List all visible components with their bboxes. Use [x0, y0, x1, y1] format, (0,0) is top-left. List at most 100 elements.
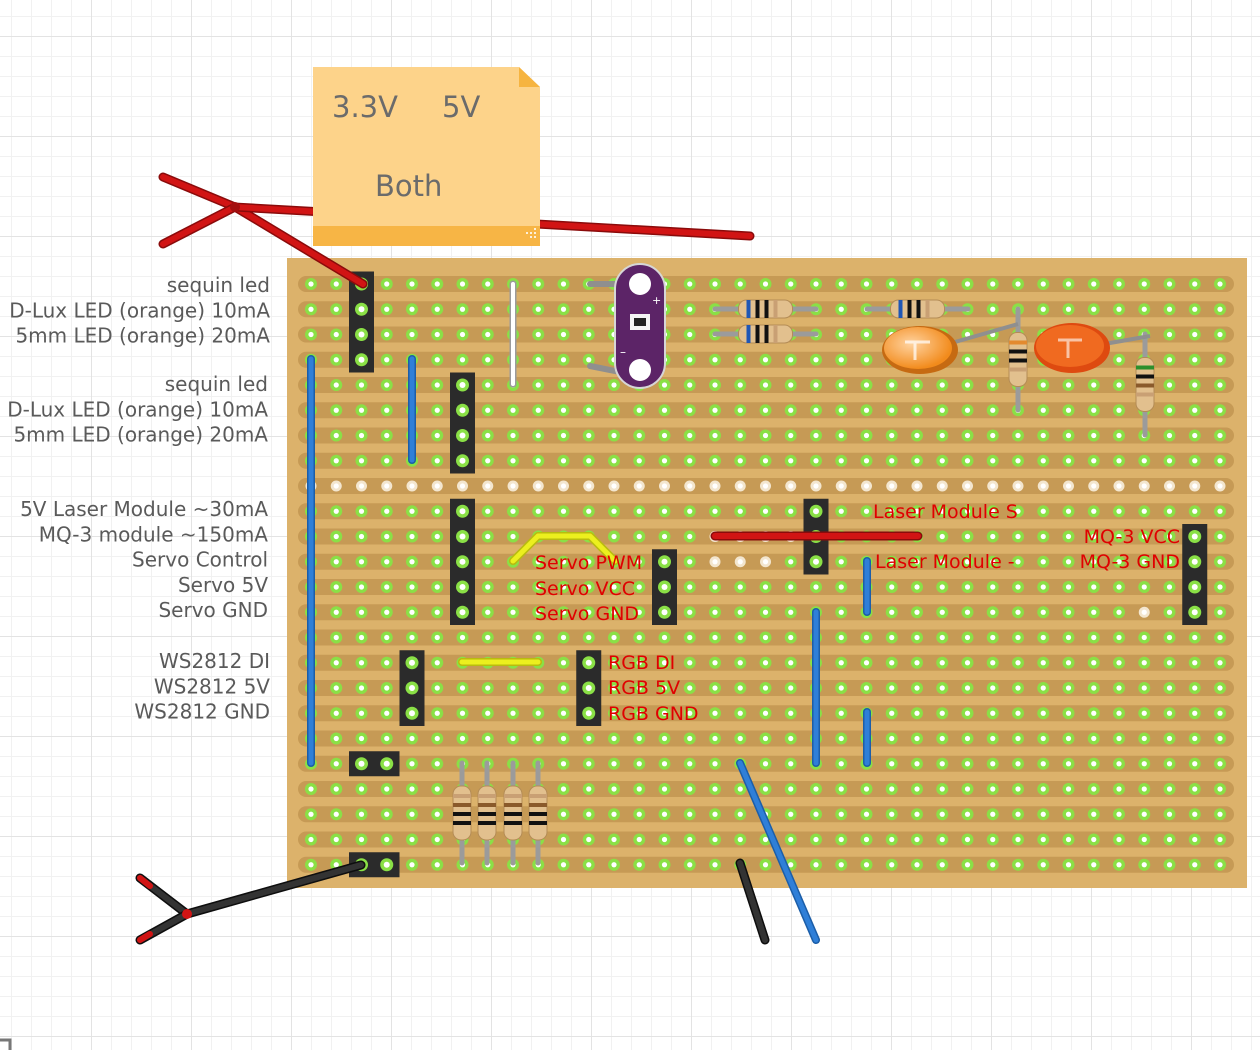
board-hole: [330, 833, 343, 846]
board-hole: [911, 757, 923, 770]
net-label-laser-s: Laser Module S: [873, 501, 1018, 523]
board-hole: [860, 328, 873, 341]
board-hole: [406, 631, 418, 644]
board-hole: [1012, 682, 1024, 694]
board-hole: [810, 581, 822, 593]
board-hole: [1037, 833, 1050, 846]
board-hole: [1113, 606, 1125, 619]
board-hole: [330, 530, 343, 543]
resistor: [477, 760, 497, 866]
side-label-group3-3: Servo 5V: [178, 573, 268, 597]
board-hole: [1113, 808, 1125, 821]
board-hole: [1037, 808, 1050, 821]
board-hole: [885, 682, 898, 694]
board-hole: [936, 783, 949, 795]
board-hole: [835, 404, 848, 417]
board-hole: [330, 656, 343, 669]
net-labels: Laser Module S Laser Module - MQ-3 VCC M…: [535, 501, 1180, 725]
board-hole: [835, 555, 848, 568]
board-hole: [986, 505, 999, 518]
board-hole: [784, 656, 797, 669]
board-hole: [683, 858, 696, 871]
board-hole: [481, 682, 494, 694]
board-hole: [1214, 858, 1226, 871]
board-hole: [1163, 656, 1176, 669]
board-hole: [658, 379, 671, 391]
board-hole: [936, 530, 949, 543]
board-hole: [608, 505, 620, 518]
red-power-wire: [158, 172, 755, 289]
board-hole: [633, 631, 646, 644]
board-hole: [1138, 505, 1151, 518]
board-hole: [1163, 707, 1176, 720]
board-hole: [961, 404, 974, 417]
board-hole: [961, 858, 974, 871]
board-hole: [633, 833, 646, 846]
board-hole: [305, 858, 317, 871]
board-hole: [1163, 505, 1176, 518]
board-hole: [683, 404, 696, 417]
board-hole: [709, 404, 721, 417]
board-hole: [507, 404, 519, 417]
board-hole: [860, 783, 873, 795]
board-hole: [911, 429, 923, 442]
board-hole: [380, 783, 393, 795]
board-hole: [709, 858, 721, 871]
board-hole: [936, 631, 949, 644]
net-label-servo-gnd: Servo GND: [535, 603, 639, 625]
board-hole: [911, 606, 923, 619]
board-hole: [709, 732, 721, 745]
board-hole: [885, 757, 898, 770]
board-hole: [885, 404, 898, 417]
board-hole: [406, 606, 418, 619]
board-hole: [431, 379, 444, 391]
board-hole: [986, 682, 999, 694]
board-hole: [1163, 530, 1176, 543]
board-hole: [1138, 480, 1150, 492]
board-hole: [1087, 278, 1100, 290]
board-hole: [759, 682, 772, 694]
board-hole: [709, 379, 721, 391]
board-hole: [986, 379, 999, 391]
board-hole: [1188, 429, 1201, 442]
board-hole: [683, 606, 696, 619]
board-hole: [961, 682, 974, 694]
board-hole: [835, 505, 848, 518]
board-hole: [431, 808, 444, 821]
board-hole: [709, 353, 721, 366]
board-hole: [355, 404, 368, 417]
board-hole: [986, 555, 999, 568]
board-hole: [1037, 757, 1050, 770]
board-hole: [658, 682, 671, 694]
board-hole: [507, 505, 519, 518]
board-hole: [330, 404, 343, 417]
board-hole: [406, 757, 418, 770]
board-hole: [1214, 353, 1226, 366]
board-hole: [986, 404, 999, 417]
board-hole: [532, 429, 545, 442]
board-hole: [683, 707, 696, 720]
board-hole: [709, 606, 721, 619]
led-orange-right: [1034, 323, 1151, 373]
board-hole: [759, 404, 772, 417]
board-hole: [380, 682, 393, 694]
board-hole: [633, 656, 646, 669]
board-hole: [885, 808, 898, 821]
board-hole: [734, 833, 747, 846]
board-hole: [810, 833, 822, 846]
board-hole: [1214, 404, 1226, 417]
board-hole: [734, 808, 747, 821]
board-hole: [1062, 808, 1075, 821]
net-label-servo-pwm: Servo PWM: [535, 552, 642, 574]
board-hole: [406, 858, 418, 871]
board-hole: [658, 757, 671, 770]
board-hole: [406, 783, 418, 795]
board-hole: [759, 278, 772, 290]
board-hole: [608, 631, 620, 644]
board-hole: [885, 581, 898, 593]
board-hole: [835, 631, 848, 644]
board-hole: [1087, 682, 1100, 694]
board-hole: [1037, 631, 1050, 644]
board-hole: [784, 581, 797, 593]
board-hole: [1012, 707, 1024, 720]
